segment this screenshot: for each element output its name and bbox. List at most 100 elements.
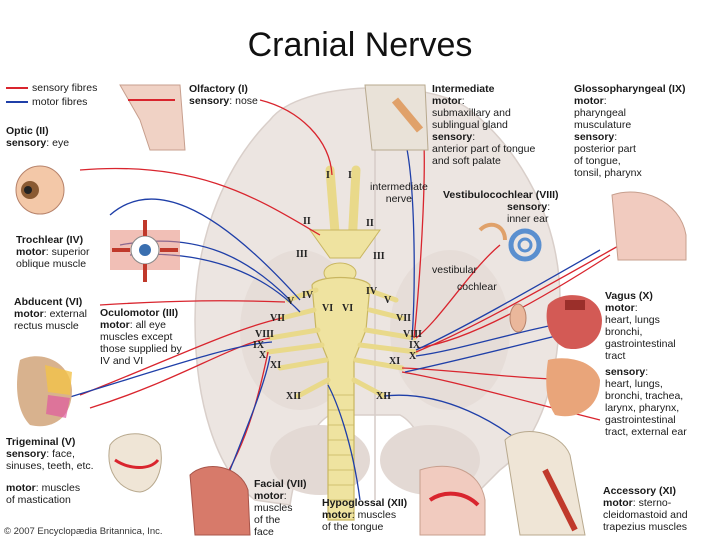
optic-name: Optic (II) (6, 125, 49, 137)
intermediate-text-6: and soft palate (432, 155, 501, 167)
numeral-XII-right: XII (376, 391, 392, 402)
numeral-VIII-right: VIII (403, 329, 422, 340)
glossopharyngeal-text-1: : (603, 95, 607, 107)
page-title: Cranial Nerves (247, 26, 473, 64)
label-oculomotor: Oculomotor (III) motor: all eye muscles … (100, 307, 182, 367)
numeral-IX-left: IX (253, 340, 265, 351)
label-facial: Facial (VII) motor: muscles of the face (254, 478, 307, 538)
label-trigeminal: Trigeminal (V) sensory: face, sinuses, t… (6, 436, 94, 506)
numeral-II-left: II (303, 216, 311, 227)
numeral-IX-right: IX (409, 340, 421, 351)
numeral-VII-right: VII (396, 313, 412, 324)
trigeminal-text-3: : muscles (35, 482, 81, 494)
label-intermediate: Intermediate motor: submaxillary and sub… (432, 83, 535, 167)
numeral-VI-left: VI (322, 303, 334, 314)
optic-kind: sensory (6, 137, 47, 149)
accessory-text-3: trapezius muscles (603, 521, 688, 533)
label-vestibulocochlear: Vestibulocochlear (VIII) sensory: inner … (443, 189, 559, 225)
pharynx-illustration (611, 191, 687, 261)
facial-text-4: face (254, 526, 274, 538)
vagus-text-5: tract (605, 350, 626, 362)
trigeminal-name: Trigeminal (V) (6, 436, 76, 448)
organs-illustration (546, 295, 602, 417)
nerve-roots (265, 287, 419, 399)
nose-illustration (119, 84, 186, 151)
label-abducent: Abducent (VI) motor: external rectus mus… (14, 296, 87, 332)
accessory-kind: motor (603, 497, 633, 509)
vestibulocochlear-text-1: : (547, 201, 551, 213)
oculomotor-text-1: : all eye (129, 319, 166, 331)
vestibulocochlear-name: Vestibulocochlear (VIII) (443, 189, 559, 201)
numeral-VII-left: VII (270, 313, 286, 324)
glands-illustration (364, 84, 429, 151)
eye-muscles-illustration (110, 220, 180, 282)
numeral-VI-right: VI (342, 303, 354, 314)
label-glossopharyngeal: Glossopharyngeal (IX) motor: pharyngeal … (574, 83, 685, 179)
oculomotor-kind: motor (100, 319, 130, 331)
facial-kind: motor (254, 490, 284, 502)
vagus-text-1: : (634, 302, 638, 314)
oculomotor-text-3: those supplied by (100, 343, 182, 355)
numeral-XII-left: XII (286, 391, 302, 402)
abducent-kind: motor (14, 308, 44, 320)
legend-sensory-swatch (6, 87, 28, 89)
vagus-text-6: : (645, 366, 649, 378)
oculomotor-name: Oculomotor (III) (100, 307, 179, 319)
facial-text-1: : (283, 490, 287, 502)
glossopharyngeal-kind-1: motor (574, 95, 604, 107)
trigeminal-kind-2: motor (6, 482, 36, 494)
trigeminal-text-1: : face, (46, 448, 75, 460)
glossopharyngeal-kind-2: sensory (574, 131, 615, 143)
vagus-text-11: tract, external ear (605, 426, 687, 438)
vagus-kind-2: sensory (605, 366, 646, 378)
glossopharyngeal-text-7: tonsil, pharynx (574, 167, 642, 179)
intermediate-nerve-line-2: nerve (385, 193, 413, 205)
intermediate-kind-1: motor (432, 95, 462, 107)
label-vagus: Vagus (X) motor: heart, lungs bronchi, g… (605, 290, 687, 438)
vestibulocochlear-kind: sensory (507, 201, 548, 213)
abducent-text-1: : external (43, 308, 87, 320)
olfactory-text: : nose (229, 95, 258, 107)
numeral-VIII-left: VIII (255, 329, 274, 340)
legend-sensory-label: sensory fibres (32, 82, 98, 94)
facial-name: Facial (VII) (254, 478, 307, 490)
oculomotor-text-4: IV and VI (100, 355, 144, 367)
optic-text: : eye (46, 137, 70, 149)
accessory-name: Accessory (XI) (603, 485, 676, 497)
intermediate-text-1: : (461, 95, 465, 107)
numeral-IV-right: IV (366, 286, 378, 297)
label-trochlear: Trochlear (IV) motor: superior oblique m… (16, 234, 90, 270)
vagus-text-8: bronchi, trachea, (605, 390, 684, 402)
legend-motor-label: motor fibres (32, 96, 88, 108)
legend-sensory: sensory fibres (6, 82, 97, 94)
trochlear-text-1: : superior (45, 246, 90, 258)
legend-motor: motor fibres (6, 96, 87, 108)
label-hypoglossal: Hypoglossal (XII) motor: muscles of the … (322, 497, 407, 533)
trochlear-name: Trochlear (IV) (16, 234, 84, 246)
glossopharyngeal-text-3: musculature (574, 119, 632, 131)
numeral-IV-left: IV (302, 290, 314, 301)
hypoglossal-text-1: : muscles (351, 509, 397, 521)
glossopharyngeal-text-2: pharyngeal (574, 107, 626, 119)
numeral-I-left: I (326, 170, 330, 181)
neck-muscles-illustration (504, 431, 586, 536)
numeral-XI-right: XI (389, 356, 401, 367)
brainstem (311, 276, 371, 521)
numeral-V-right: V (384, 295, 392, 306)
trigeminal-text-4: of mastication (6, 494, 71, 506)
vagus-text-2: heart, lungs (605, 314, 660, 326)
accessory-text-1: : sterno- (632, 497, 672, 509)
numeral-X-right: X (409, 351, 417, 362)
numeral-III-left: III (296, 249, 308, 260)
olfactory-name: Olfactory (I) (189, 83, 248, 95)
optic-chiasm (309, 229, 381, 259)
eyeball-optic-illustration (15, 165, 65, 215)
vagus-text-7: heart, lungs, (605, 378, 663, 390)
vagus-kind-1: motor (605, 302, 635, 314)
intermediate-text-5: anterior part of tongue (432, 143, 536, 155)
label-cochlear: cochlear (457, 281, 497, 293)
face-sensory-illustration (17, 356, 72, 427)
glossopharyngeal-name: Glossopharyngeal (IX) (574, 83, 686, 95)
intermediate-nerve-line-1: intermediate (370, 181, 428, 193)
inner-ear-illustration (478, 222, 542, 262)
